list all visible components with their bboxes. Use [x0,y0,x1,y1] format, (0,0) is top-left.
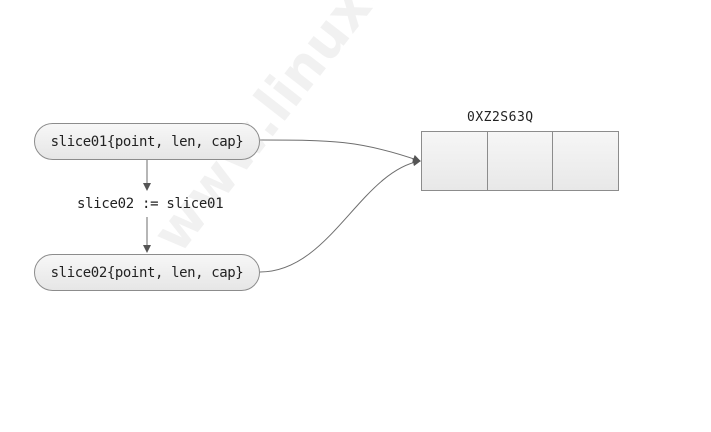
memory-cell-1 [488,132,554,190]
pointer-slice01-to-memory [259,139,421,163]
node-slice01: slice01{point, len, cap} [34,123,260,160]
assignment-label: slice02 := slice01 [77,196,224,212]
memory-block [421,131,619,191]
node-slice02: slice02{point, len, cap} [34,254,260,291]
pointer-slice02-to-memory [259,158,421,273]
memory-cell-0 [422,132,488,190]
memory-cell-2 [553,132,618,190]
memory-address-label: 0XZ2S63Q [467,110,534,125]
